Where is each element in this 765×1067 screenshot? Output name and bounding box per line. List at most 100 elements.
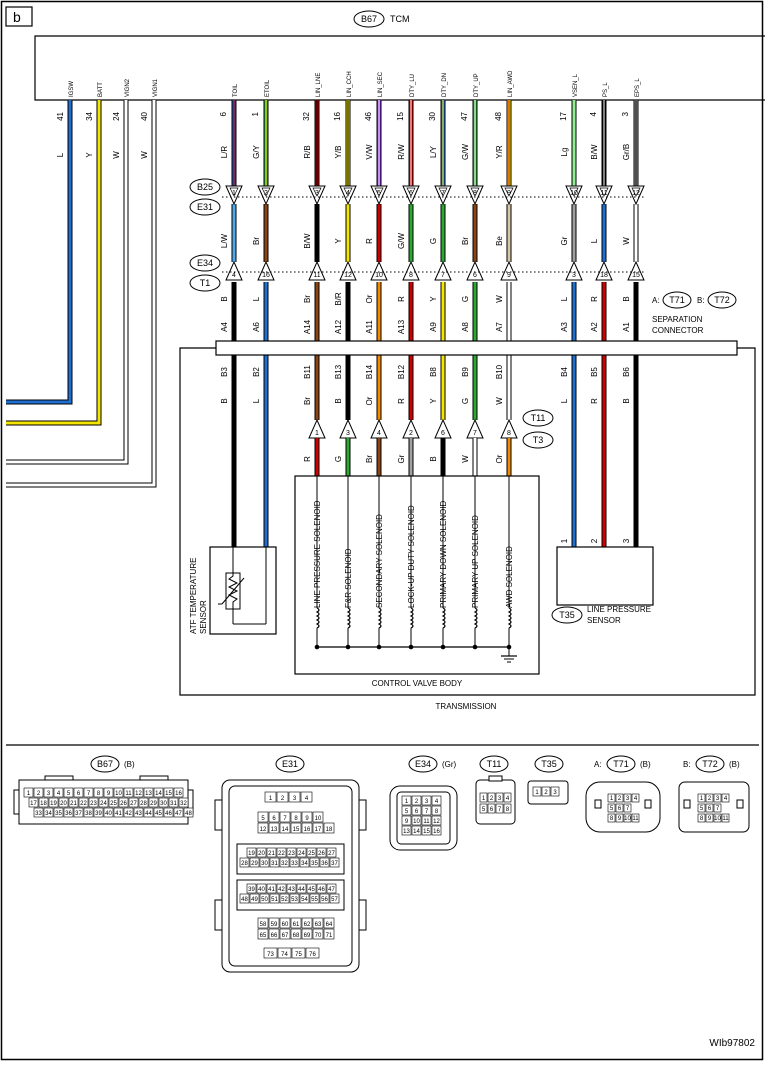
- connector-view-t71: A:T71(B): [594, 755, 651, 773]
- pin-number: 5: [377, 190, 381, 197]
- pin-cell: 15: [165, 791, 172, 797]
- connector-badge-t72: [707, 291, 737, 309]
- wire-color-code: L: [560, 398, 569, 403]
- connector-badges: B25 E31 E34 T1 T11 T3 T35 A: T71 B: T72 …: [189, 178, 737, 624]
- t35-pin-number: 3: [622, 538, 631, 543]
- pin-cell: 1: [482, 796, 486, 802]
- connector-ref-e34: E34: [197, 258, 213, 268]
- sep-pin-b: B6: [622, 367, 631, 377]
- pin-cell: 30: [160, 801, 167, 807]
- sep-pin-b: B12: [397, 364, 406, 379]
- wire-color-code: R: [303, 456, 312, 462]
- atf-sensor-label-2: SENSOR: [199, 600, 208, 634]
- connector-pin-b25: 4: [339, 185, 357, 206]
- wire-color-code: W: [112, 151, 121, 159]
- connector-pin-e34: 4: [225, 260, 243, 281]
- pin-number: 3: [315, 190, 319, 197]
- pin-number: 1: [232, 190, 236, 197]
- pin-cell: 27: [130, 801, 137, 807]
- pin-cell: 5: [700, 806, 704, 812]
- line-pressure-sensor-label-2: SENSOR: [587, 616, 621, 625]
- pin-number: 4: [377, 430, 381, 437]
- wire-color-code: W: [495, 295, 504, 303]
- connector-badge-t35: [551, 606, 583, 624]
- connector-b-prefix: B:: [697, 296, 705, 305]
- tcm-signal-label: BATT: [98, 82, 104, 97]
- connector-pin-e34: 6: [466, 260, 484, 281]
- pin-number: 6: [441, 430, 445, 437]
- solenoid-coil-icon: [346, 607, 351, 629]
- pin-cell: 52: [281, 897, 288, 903]
- pin-number: 3: [346, 430, 350, 437]
- connector-pin-e34: 11: [308, 260, 326, 281]
- pin-number: 8: [409, 272, 413, 279]
- wire-color-code: L: [56, 152, 65, 157]
- solenoid-coil-icon: [377, 607, 382, 629]
- pin-cell: 2: [37, 791, 41, 797]
- pin-cell: 9: [708, 816, 712, 822]
- connector-pin-b25: 7: [434, 185, 452, 206]
- tcm-pin-number: 17: [559, 111, 568, 120]
- pin-cell: 4: [634, 796, 638, 802]
- pin-cell: 53: [291, 897, 298, 903]
- connector-pin-e34: 9: [500, 260, 518, 281]
- pin-cell: 44: [298, 887, 305, 893]
- connector-view-ref: B67: [97, 759, 113, 769]
- pin-cell: 29: [251, 861, 258, 867]
- connector-view-badge: [606, 755, 636, 773]
- wire-color-code: L: [590, 238, 599, 243]
- sep-pin-b: B14: [365, 364, 374, 379]
- connector-pin-e34: 8: [402, 260, 420, 281]
- pin-cell: 7: [716, 806, 720, 812]
- pin-cell: 7: [283, 816, 287, 822]
- pin-cell: 36: [65, 811, 72, 817]
- sep-pin-b: B2: [252, 367, 261, 377]
- wire-color-code: L: [560, 296, 569, 301]
- pin-cell: 6: [415, 809, 419, 815]
- sep-pin-a: A2: [590, 322, 599, 332]
- wire-color-code: R/W: [397, 144, 406, 160]
- pin-number: 6: [409, 190, 413, 197]
- pin-cell: 28: [241, 861, 248, 867]
- pin-cell: 2: [281, 796, 285, 802]
- connector-pin-b25: 5: [370, 185, 388, 206]
- connector-badge-e31: [189, 198, 221, 216]
- pin-cell: 14: [413, 829, 420, 835]
- connector-pin-e34: 16: [257, 260, 275, 281]
- connector-ref-t11: T11: [531, 413, 546, 423]
- pin-cell: 56: [321, 897, 328, 903]
- connector-pin-t11: 7: [466, 418, 484, 439]
- pin-number: 4: [346, 190, 350, 197]
- wire-color-code: B: [622, 296, 631, 301]
- pin-cell: 45: [155, 811, 162, 817]
- pin-cell: 23: [90, 801, 97, 807]
- pin-cell: 27: [328, 851, 335, 857]
- connector-view-e34: E34(Gr): [408, 755, 457, 773]
- connector-pin-t11: 8: [500, 418, 518, 439]
- atf-sensor-label: ATF TEMPERATURE: [189, 558, 198, 634]
- tcm-signal-label: ETOIL: [265, 79, 271, 97]
- connector-view-badge: [695, 755, 725, 773]
- wire-color-code: L/R: [220, 146, 229, 159]
- wire-color-code: Gr: [397, 454, 406, 463]
- pin-number: 4: [232, 272, 236, 279]
- tcm-signal-label: LIN_LNE: [316, 73, 322, 97]
- pin-cell: 42: [125, 811, 132, 817]
- pin-cell: 46: [165, 811, 172, 817]
- connector-a-prefix: A:: [652, 296, 660, 305]
- pin-number: 1: [315, 430, 319, 437]
- sep-pin-a: A8: [461, 322, 470, 332]
- connector-ref-t3: T3: [533, 435, 544, 445]
